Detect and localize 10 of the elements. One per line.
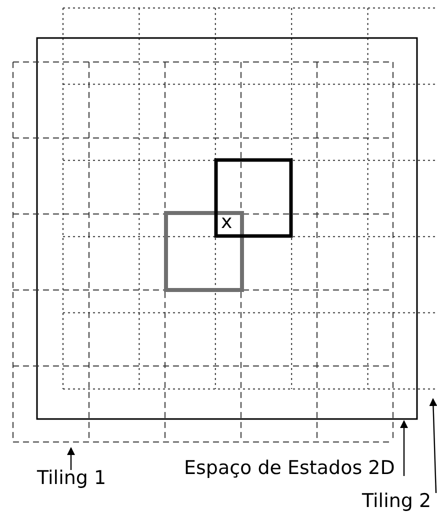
caption-label: Espaço de Estados 2D — [184, 459, 407, 477]
leader-arrow — [400, 420, 408, 476]
caption-label: Tiling 2 — [362, 492, 432, 510]
state-space-box — [36, 37, 418, 420]
caption-label: Tiling 1 — [37, 469, 106, 487]
point-marker: x — [221, 213, 232, 231]
dashed-grid — [12, 62, 394, 442]
leader-arrow — [429, 398, 437, 494]
dotted-grid — [62, 8, 437, 390]
leader-arrow — [67, 447, 75, 470]
